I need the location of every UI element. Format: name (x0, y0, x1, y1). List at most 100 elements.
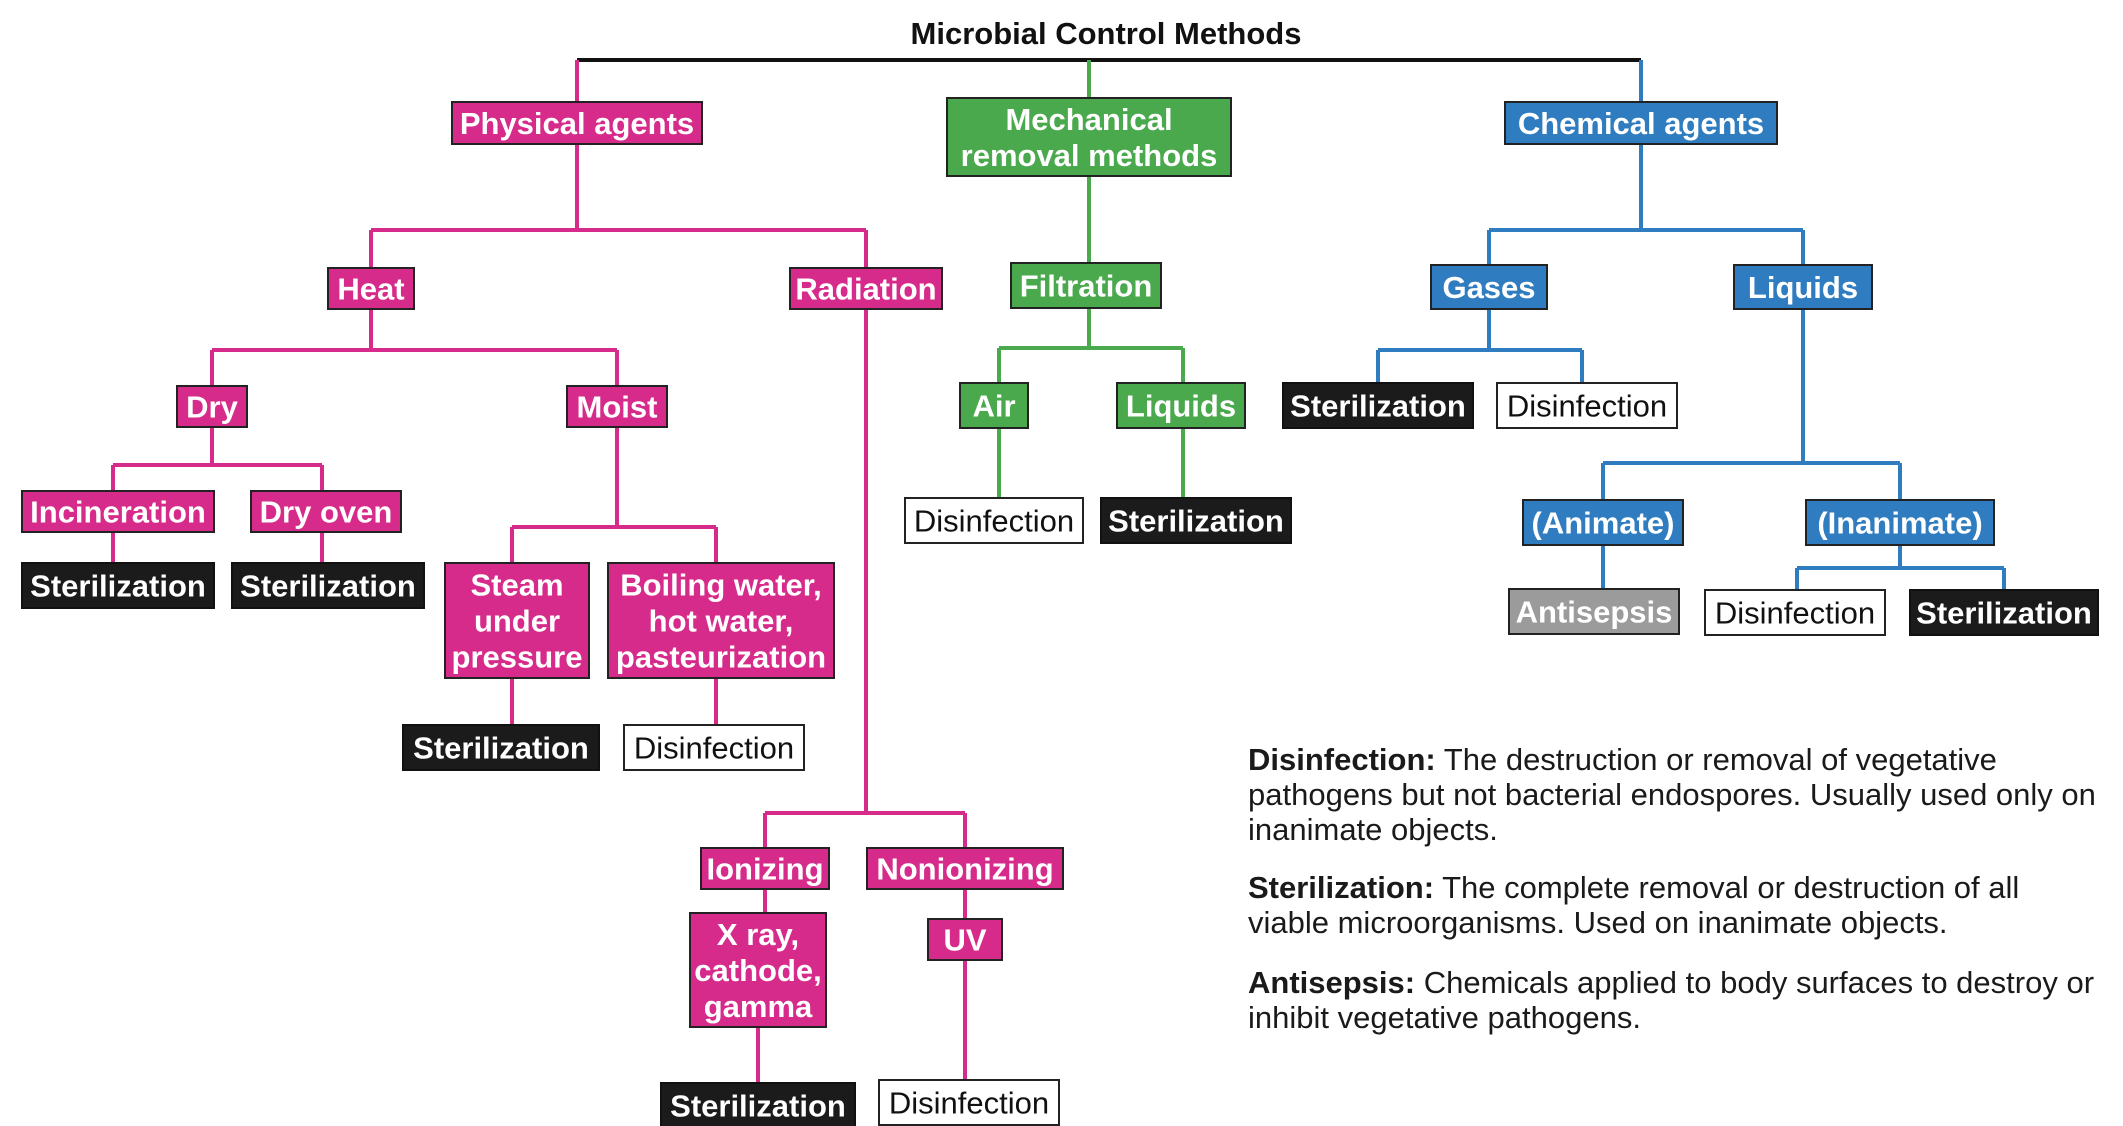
node-filtration-label: Filtration (1020, 269, 1153, 304)
node-xray-cathode-gamma-label: X ray,cathode,gamma (694, 917, 821, 1024)
outcome-antisepsis-animate-label: Antisepsis (1516, 595, 1673, 630)
outcome-sterilization-inanimate: Sterilization (1909, 589, 2099, 636)
outcome-sterilization-gases-label: Sterilization (1290, 389, 1466, 424)
outcome-disinfection-boiling: Disinfection (623, 724, 805, 771)
node-animate-label: (Animate) (1532, 506, 1675, 541)
outcome-sterilization-ionizing-label: Sterilization (670, 1089, 846, 1124)
node-moist-box (566, 385, 668, 428)
outcome-disinfection-inanimate-box (1704, 589, 1886, 636)
outcome-disinfection-boiling-label: Disinfection (634, 731, 794, 766)
outcome-antisepsis-animate: Antisepsis (1508, 588, 1680, 635)
node-radiation: Radiation (789, 267, 943, 310)
node-xray-cathode-gamma-box (689, 912, 827, 1028)
node-incineration: Incineration (21, 490, 215, 533)
outcome-disinfection-air: Disinfection (904, 497, 1084, 544)
connector-dry-outcomes (111, 532, 324, 563)
node-nonionizing-label: Nonionizing (876, 852, 1053, 887)
outcome-disinfection-gases: Disinfection (1496, 382, 1678, 429)
outcome-sterilization-gases-box (1282, 382, 1474, 429)
node-physical-agents: Physical agents (451, 101, 703, 145)
node-filtration: Filtration (1010, 262, 1162, 309)
outcome-disinfection-gases-label: Disinfection (1507, 389, 1667, 424)
outcome-disinfection-air-box (904, 497, 1084, 544)
node-heat: Heat (327, 267, 415, 310)
node-ionizing-box (700, 847, 830, 890)
node-uv: UV (927, 918, 1003, 961)
outcome-disinfection-inanimate-label: Disinfection (1715, 596, 1875, 631)
node-air-label: Air (972, 389, 1015, 424)
node-dry-label: Dry (186, 390, 238, 425)
node-heat-label: Heat (337, 272, 404, 307)
outcome-disinfection-uv: Disinfection (878, 1079, 1060, 1126)
connector-chemical (1487, 144, 1805, 265)
legend-disinfection: Disinfection: The destruction or removal… (1248, 742, 2108, 847)
outcome-sterilization-steam: Sterilization (402, 724, 600, 771)
legend-term-sterilization: Sterilization: (1248, 870, 1435, 905)
node-chemical-liquids-box (1733, 264, 1873, 310)
legend-term-antisepsis: Antisepsis: (1248, 965, 1416, 1000)
node-boiling-water-box (607, 562, 835, 679)
connector-chem-liquids (1601, 309, 1902, 500)
node-nonionizing-box (866, 847, 1064, 890)
connector-radiation-types (763, 889, 967, 919)
node-nonionizing: Nonionizing (866, 847, 1064, 890)
node-uv-label: UV (943, 923, 986, 958)
outcome-antisepsis-animate-box (1508, 588, 1680, 635)
outcome-sterilization-liquids-label: Sterilization (1108, 504, 1284, 539)
connector-moist (510, 427, 718, 563)
node-inanimate-box (1805, 499, 1995, 546)
outcome-sterilization-ionizing: Sterilization (660, 1082, 856, 1126)
node-dry-oven-box (250, 490, 402, 533)
outcome-sterilization-dry-oven-box (231, 562, 425, 609)
node-mechanical-removal-box (946, 97, 1232, 177)
outcome-sterilization-gases: Sterilization (1282, 382, 1474, 429)
outcome-sterilization-dry-oven-label: Sterilization (240, 569, 416, 604)
legend-text-disinfection: The destruction or removal of vegetative… (1248, 742, 2096, 847)
node-uv-box (927, 918, 1003, 961)
node-incineration-box (21, 490, 215, 533)
connector-mechanical (997, 176, 1185, 383)
legend-text-antisepsis: Chemicals applied to body surfaces to de… (1248, 965, 2095, 1035)
node-dry-oven: Dry oven (250, 490, 402, 533)
node-air: Air (959, 382, 1029, 429)
outcome-sterilization-incineration-label: Sterilization (30, 569, 206, 604)
node-moist: Moist (566, 385, 668, 428)
node-mechanical-liquids: Liquids (1116, 382, 1246, 429)
node-steam-under-pressure-box (444, 562, 590, 679)
node-chemical-agents-box (1504, 101, 1778, 145)
node-air-box (959, 382, 1029, 429)
node-physical-agents-label: Physical agents (460, 106, 694, 141)
node-incineration-label: Incineration (30, 495, 206, 530)
node-gases-box (1430, 264, 1548, 310)
connector-dry (111, 427, 324, 491)
node-xray-cathode-gamma: X ray,cathode,gamma (689, 912, 827, 1028)
node-chemical-agents-label: Chemical agents (1518, 106, 1764, 141)
node-boiling-water: Boiling water,hot water,pasteurization (607, 562, 835, 679)
node-inanimate-label: (Inanimate) (1817, 506, 1982, 541)
outcome-disinfection-uv-box (878, 1079, 1060, 1126)
outcome-sterilization-steam-box (402, 724, 600, 771)
node-ionizing: Ionizing (700, 847, 830, 890)
node-moist-label: Moist (577, 390, 658, 425)
node-dry-oven-label: Dry oven (260, 495, 393, 530)
node-chemical-agents: Chemical agents (1504, 101, 1778, 145)
legend-term-disinfection: Disinfection: (1248, 742, 1436, 777)
node-animate: (Animate) (1522, 499, 1684, 546)
outcome-sterilization-liquids: Sterilization (1100, 497, 1292, 544)
node-ionizing-label: Ionizing (706, 852, 823, 887)
diagram-title: Microbial Control Methods (911, 16, 1302, 51)
node-physical-agents-box (451, 101, 703, 145)
outcome-sterilization-incineration: Sterilization (21, 562, 215, 609)
node-animate-box (1522, 499, 1684, 546)
connector-animate-inanimate (1601, 545, 2006, 590)
outcome-sterilization-liquids-box (1100, 497, 1292, 544)
outcome-sterilization-incineration-box (21, 562, 215, 609)
node-boiling-water-label: Boiling water,hot water,pasteurization (616, 568, 826, 675)
node-inanimate: (Inanimate) (1805, 499, 1995, 546)
